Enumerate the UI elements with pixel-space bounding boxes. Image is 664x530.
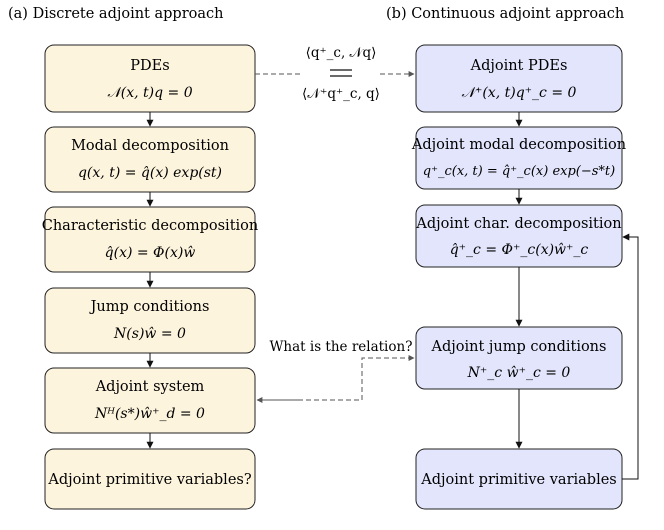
left-box-pdes-eq: 𝒩(x, t)q = 0: [107, 85, 192, 101]
left-box-adjoint-system-eq: Nᴴ(s*)ŵ⁺_d = 0: [94, 406, 205, 422]
feedback-loop-arrow: [622, 233, 639, 480]
inner-product-top: ⟨q⁺_c, 𝒩q⟩: [306, 45, 377, 61]
right-box-adjoint-jump-label: Adjoint jump conditions: [431, 339, 607, 355]
right-box-adjoint-modal-label: Adjoint modal decomposition: [411, 137, 626, 153]
left-box-adjoint-system: Adjoint system Nᴴ(s*)ŵ⁺_d = 0: [44, 367, 256, 434]
right-box-adjoint-pdes-label: Adjoint PDEs: [470, 58, 568, 74]
left-box-pdes: PDEs 𝒩(x, t)q = 0: [44, 44, 256, 113]
right-box-adjoint-primitive: Adjoint primitive variables: [415, 448, 623, 510]
left-box-jump-eq: N(s)ŵ = 0: [113, 326, 186, 342]
left-box-characteristic: Characteristic decomposition q̂(x) = Φ(x…: [42, 206, 258, 273]
inner-product-bottom: ⟨𝒩⁺q⁺_c, q⟩: [302, 86, 380, 102]
left-box-jump-label: Jump conditions: [89, 299, 210, 315]
title-continuous: (b) Continuous adjoint approach: [386, 6, 624, 22]
left-box-primitive: Adjoint primitive variables?: [44, 448, 256, 510]
right-box-adjoint-char: Adjoint char. decomposition q̂⁺_c = Φ⁺_c…: [415, 204, 623, 268]
left-box-characteristic-label: Characteristic decomposition: [42, 218, 258, 234]
right-box-adjoint-pdes: Adjoint PDEs 𝒩⁺(x, t)q⁺_c = 0: [415, 44, 623, 113]
right-box-adjoint-pdes-eq: 𝒩⁺(x, t)q⁺_c = 0: [462, 85, 577, 101]
left-box-pdes-label: PDEs: [130, 58, 169, 74]
left-box-modal-eq: q(x, t) = q̂(x) exp(st): [78, 165, 222, 181]
left-box-modal-label: Modal decomposition: [71, 138, 229, 154]
left-box-modal: Modal decomposition q(x, t) = q̂(x) exp(…: [44, 126, 256, 193]
left-box-adjoint-system-label: Adjoint system: [95, 379, 205, 395]
left-box-characteristic-eq: q̂(x) = Φ(x)ŵ: [105, 245, 196, 261]
right-box-adjoint-primitive-label: Adjoint primitive variables: [420, 472, 616, 488]
right-box-adjoint-char-eq: q̂⁺_c = Φ⁺_c(x)ŵ⁺_c: [450, 242, 589, 258]
right-box-adjoint-modal-eq: q⁺_c(x, t) = q̂⁺_c(x) exp(−s*t): [423, 164, 615, 179]
right-box-adjoint-char-label: Adjoint char. decomposition: [415, 216, 621, 232]
title-discrete: (a) Discrete adjoint approach: [8, 6, 223, 22]
relation-link: [258, 355, 415, 401]
left-box-primitive-label: Adjoint primitive variables?: [47, 472, 251, 488]
left-box-jump: Jump conditions N(s)ŵ = 0: [44, 287, 256, 354]
right-box-adjoint-jump: Adjoint jump conditions N⁺_c ŵ⁺_c = 0: [415, 326, 623, 390]
right-box-adjoint-modal: Adjoint modal decomposition q⁺_c(x, t) =…: [411, 126, 626, 190]
relation-question: What is the relation?: [270, 339, 413, 355]
right-box-adjoint-jump-eq: N⁺_c ŵ⁺_c = 0: [467, 365, 571, 381]
